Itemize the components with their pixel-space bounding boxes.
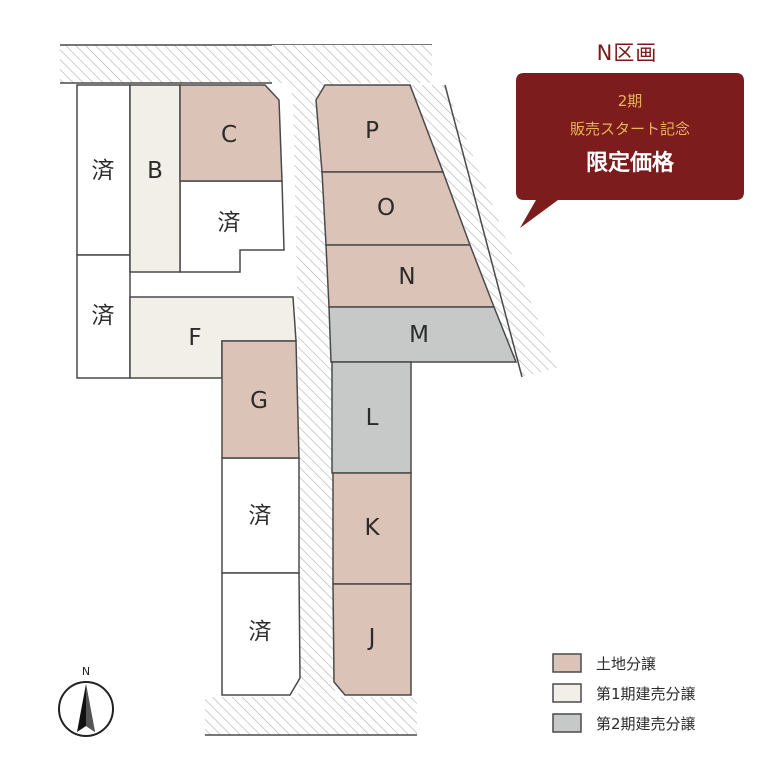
lot-B-label: B [147,158,163,184]
lot-N-label: N [398,264,415,290]
lot-J[interactable] [332,583,412,696]
lot-K-label: K [364,515,380,541]
lot-sold-2-label: 済 [92,303,115,329]
banner-background [516,73,744,228]
legend-label-land-sale: 土地分譲 [596,655,656,673]
lot-sold-5-label: 済 [249,619,272,645]
lot-L[interactable] [331,361,412,474]
road-central [272,45,432,700]
banner-line-1: 2期 [618,92,643,110]
lot-M-label: M [409,322,429,348]
section-title: N区画 [597,41,658,65]
legend-label-phase2: 第2期建売分譲 [596,715,696,733]
lot-C[interactable] [179,84,283,182]
lot-sold-2[interactable] [76,254,131,379]
lot-O-label: O [377,195,395,221]
lot-K[interactable] [332,472,412,585]
legend-label-phase1: 第1期建売分譲 [596,685,696,703]
lot-F-label: F [188,325,201,351]
banner-line-2: 販売スタート記念 [570,120,690,138]
lot-C-label: C [221,122,237,148]
legend-swatch-land-sale [552,653,582,673]
lot-sold-1[interactable] [76,84,131,256]
lot-sold-4-label: 済 [249,503,272,529]
road-bottom [205,697,417,735]
lot-G[interactable] [221,340,300,459]
legend-swatch-phase2 [552,713,582,733]
lot-J-label: J [367,625,376,651]
legend: 土地分譲 第1期建売分譲 第2期建売分譲 [552,653,696,733]
lot-sold-5[interactable] [221,572,301,696]
compass: N [58,665,114,737]
legend-swatch-phase1 [552,683,582,703]
lot-G-label: G [250,388,268,414]
lot-P-label: P [365,118,379,144]
compass-label: N [82,665,90,678]
lot-sold-3-label: 済 [218,210,241,236]
banner-line-3: 限定価格 [586,150,675,176]
lot-labels: 済 済 済 済 済 B C F G P O N M L K J [92,118,429,651]
lot-O[interactable] [321,171,472,246]
lot-sold-1-label: 済 [92,158,115,184]
lot-L-label: L [366,405,379,431]
road-right-edge [444,84,523,378]
promo-banner: 2期 販売スタート記念 限定価格 [516,73,744,228]
lots [76,84,518,696]
north-arrow-highlight [86,684,95,732]
lot-sold-4[interactable] [221,457,300,574]
lot-M[interactable] [328,306,518,363]
roads [60,44,557,736]
